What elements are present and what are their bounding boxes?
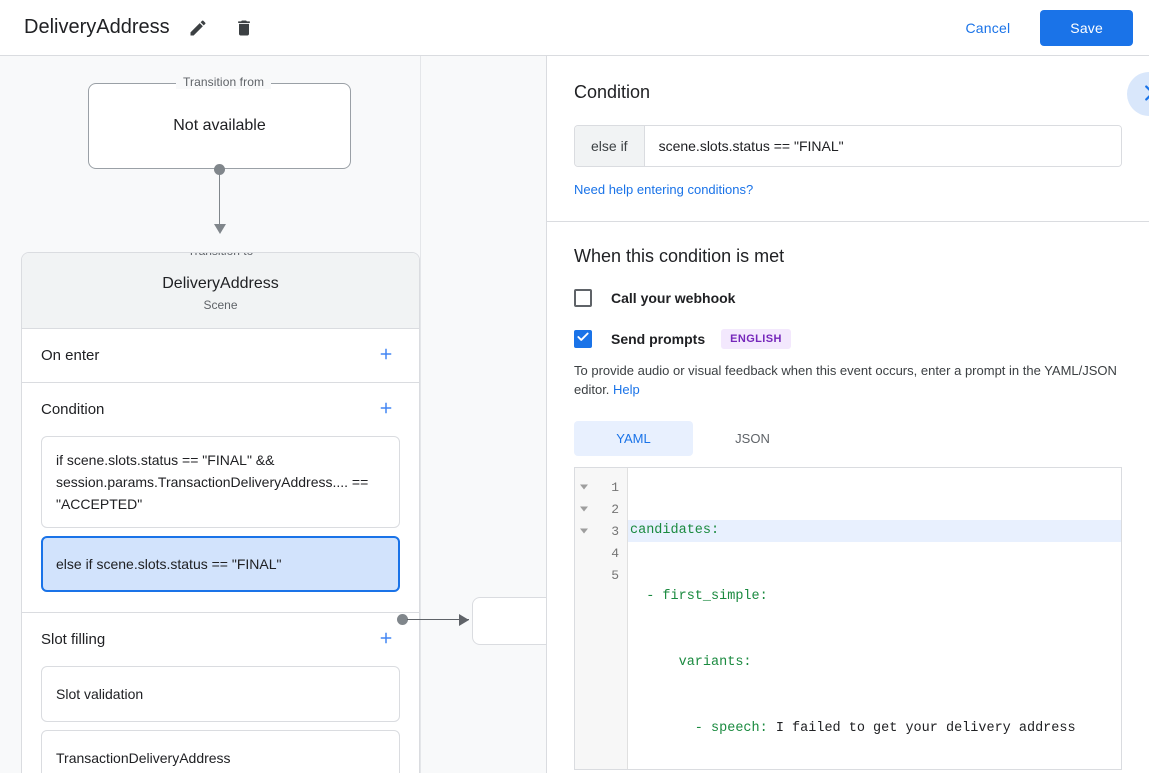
panel-when-met-section: When this condition is met Call your web… [547, 222, 1149, 770]
editor-gutter: 1 2 3 4 5 [575, 468, 628, 769]
yaml-key: - speech: [630, 721, 768, 736]
scene-type: Scene [203, 298, 238, 312]
edit-name-button[interactable] [180, 10, 216, 46]
section-slot-filling: Slot filling Slot validation Transaction… [22, 613, 419, 773]
node-target-stub[interactable] [472, 597, 546, 645]
connector-dot-selected [397, 614, 408, 625]
code-line: - first_simple: [628, 586, 1121, 608]
add-condition-button[interactable] [372, 396, 400, 424]
section-title-condition: Condition [41, 401, 105, 418]
connector-arrow-right [459, 614, 469, 626]
collapse-panel-button[interactable] [1127, 72, 1149, 116]
connector-line-horizontal [407, 619, 469, 621]
pencil-icon [188, 18, 208, 38]
connector-line-vertical [219, 169, 221, 226]
cancel-button[interactable]: Cancel [950, 11, 1027, 45]
section-title-slot-filling: Slot filling [41, 631, 106, 648]
checkmark-icon [576, 330, 590, 349]
scene-card: Transition to DeliveryAddress Scene On e… [21, 252, 420, 773]
send-prompts-row[interactable]: Send prompts ENGLISH [574, 329, 1122, 349]
topbar: DeliveryAddress Cancel Save [0, 0, 1149, 56]
panel-condition-heading: Condition [574, 82, 651, 102]
line-number: 2 [611, 501, 619, 517]
panel-condition-section: Condition else if Need help entering con… [547, 56, 1149, 222]
yaml-key: - first_simple: [630, 589, 768, 604]
section-header-slot-filling: Slot filling [41, 613, 400, 666]
scene-name: DeliveryAddress [162, 275, 279, 292]
fold-arrow-icon[interactable] [580, 506, 588, 512]
webhook-row[interactable]: Call your webhook [574, 289, 1122, 307]
prompts-description: To provide audio or visual feedback when… [574, 361, 1122, 399]
grid-line [420, 56, 421, 773]
code-line: variants: [628, 652, 1121, 674]
save-button[interactable]: Save [1040, 9, 1133, 46]
tab-yaml[interactable]: YAML [574, 421, 693, 456]
editor-format-tabs: YAML JSON [574, 421, 1122, 456]
connector-arrow-down [214, 224, 226, 234]
slot-item[interactable]: Slot validation [41, 666, 400, 722]
condition-item-selected[interactable]: else if scene.slots.status == "FINAL" [41, 536, 400, 592]
condition-item[interactable]: if scene.slots.status == "FINAL" && sess… [41, 436, 400, 528]
gutter-line: 3 [575, 520, 627, 542]
language-badge: ENGLISH [721, 329, 791, 349]
prompts-help-link[interactable]: Help [613, 382, 640, 397]
section-header-on-enter: On enter [41, 329, 400, 382]
detail-panel: Condition else if Need help entering con… [546, 56, 1149, 773]
line-number: 4 [611, 545, 619, 561]
body-area: Not available Transition from Transition… [0, 56, 1149, 773]
line-number: 3 [611, 523, 619, 539]
gutter-line: 2 [575, 498, 627, 520]
delete-button[interactable] [226, 10, 262, 46]
prompts-description-text: To provide audio or visual feedback when… [574, 363, 1117, 397]
code-line: - speech: I failed to get your delivery … [628, 718, 1121, 740]
call-webhook-label: Call your webhook [611, 290, 736, 306]
node-transition-from-value: Not available [173, 117, 266, 134]
condition-expression-input[interactable] [644, 126, 1121, 166]
chevron-right-icon [1138, 82, 1149, 107]
node-transition-from[interactable]: Not available [88, 83, 351, 169]
section-on-enter: On enter [22, 329, 419, 383]
fold-arrow-icon[interactable] [580, 484, 588, 490]
yaml-key: candidates: [630, 523, 720, 538]
section-condition: Condition if scene.slots.status == "FINA… [22, 383, 419, 613]
node-transition-from-label: Transition from [176, 75, 272, 89]
tab-json[interactable]: JSON [693, 421, 812, 456]
page-title: DeliveryAddress [24, 16, 170, 38]
send-prompts-label: Send prompts [611, 331, 706, 347]
graph-canvas[interactable]: Not available Transition from Transition… [0, 56, 546, 773]
editor-code-area[interactable]: candidates: - first_simple: variants: - … [628, 468, 1121, 769]
condition-help-link[interactable]: Need help entering conditions? [574, 182, 754, 197]
call-webhook-checkbox[interactable] [574, 289, 592, 307]
plus-icon [377, 399, 395, 420]
add-on-enter-button[interactable] [372, 342, 400, 370]
section-header-condition: Condition [41, 383, 400, 436]
slot-item[interactable]: TransactionDeliveryAddress [41, 730, 400, 773]
condition-help-row: Need help entering conditions? [574, 181, 1122, 199]
condition-input-row: else if [574, 125, 1122, 167]
node-transition-to-label: Transition to [180, 253, 261, 258]
yaml-key: variants: [630, 655, 752, 670]
code-line: candidates: [628, 520, 1121, 542]
plus-icon [377, 345, 395, 366]
fold-arrow-icon[interactable] [580, 528, 588, 534]
section-title-on-enter: On enter [41, 347, 100, 364]
gutter-line: 5 [575, 564, 627, 586]
add-slot-button[interactable] [372, 626, 400, 654]
scene-card-header[interactable]: Transition to DeliveryAddress Scene [22, 253, 419, 329]
gutter-line: 1 [575, 476, 627, 498]
line-number: 1 [611, 479, 619, 495]
send-prompts-checkbox[interactable] [574, 330, 592, 348]
gutter-line: 4 [575, 542, 627, 564]
line-number: 5 [611, 567, 619, 583]
when-met-heading: When this condition is met [574, 246, 785, 266]
yaml-value: I failed to get your delivery address [767, 721, 1076, 736]
plus-icon [377, 629, 395, 650]
code-editor[interactable]: 1 2 3 4 5 [574, 467, 1122, 770]
condition-prefix-label: else if [575, 126, 645, 166]
trash-icon [234, 18, 254, 38]
